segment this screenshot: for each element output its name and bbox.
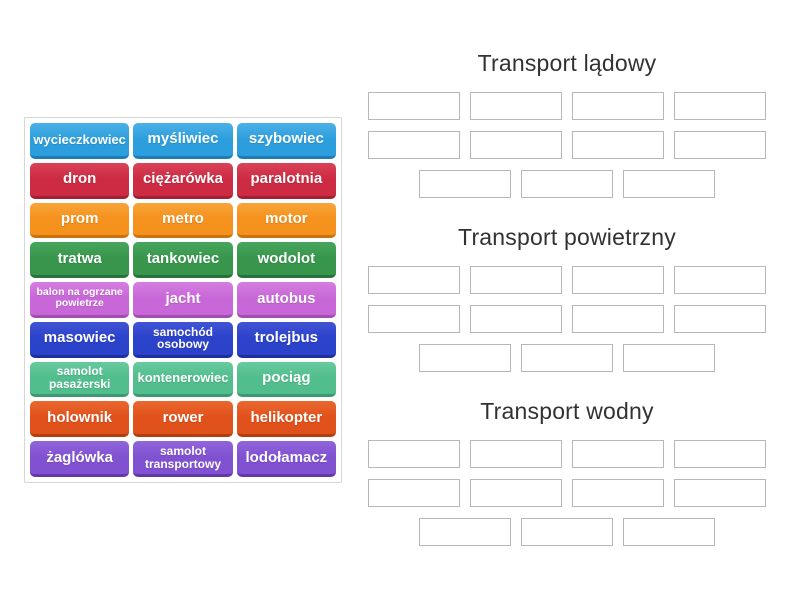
drop-slot[interactable] (470, 440, 562, 468)
word-tile[interactable]: pociąg (236, 361, 336, 398)
word-tile[interactable]: żaglówka (30, 441, 130, 477)
drop-slot[interactable] (368, 92, 460, 120)
group-slots (366, 266, 768, 372)
drop-slot[interactable] (368, 131, 460, 159)
group-transport-ladowy: Transport lądowy (366, 48, 768, 198)
word-tile[interactable]: samolot transportowy (133, 441, 233, 477)
drop-slot[interactable] (419, 518, 511, 546)
drop-slot[interactable] (572, 479, 664, 507)
group-slots (366, 92, 768, 198)
group-slots (366, 440, 768, 546)
word-tile[interactable]: motor (236, 202, 336, 239)
drop-slot[interactable] (623, 344, 715, 372)
word-tile[interactable]: myśliwiec (133, 123, 233, 159)
drop-slot[interactable] (470, 266, 562, 294)
word-tile[interactable]: holownik (30, 401, 130, 438)
drop-slot[interactable] (572, 131, 664, 159)
word-tile[interactable]: jacht (133, 282, 233, 318)
group-title: Transport lądowy (477, 50, 657, 76)
drop-slot[interactable] (470, 92, 562, 120)
drop-slot[interactable] (674, 305, 766, 333)
word-tile[interactable]: kontenerowiec (133, 361, 233, 398)
drop-slot[interactable] (470, 305, 562, 333)
word-tile[interactable]: balon na ogrzane powietrze (30, 282, 130, 318)
drop-slot[interactable] (368, 440, 460, 468)
drop-slot[interactable] (674, 479, 766, 507)
word-tile[interactable]: rower (133, 401, 233, 438)
drop-slot[interactable] (623, 170, 715, 198)
drop-slot[interactable] (572, 440, 664, 468)
drop-slot[interactable] (521, 344, 613, 372)
word-tile[interactable]: paralotnia (236, 162, 336, 199)
sort-groups: Transport lądowy Transport powietrzny Tr… (366, 48, 768, 570)
word-tile[interactable]: masowiec (30, 321, 130, 358)
drop-slot[interactable] (368, 266, 460, 294)
word-tile[interactable]: ciężarówka (133, 162, 233, 199)
word-tile[interactable]: szybowiec (236, 123, 336, 159)
word-tile[interactable]: trolejbus (236, 321, 336, 358)
group-title: Transport powietrzny (458, 224, 676, 250)
word-tile[interactable]: autobus (236, 282, 336, 318)
drop-slot[interactable] (674, 131, 766, 159)
word-tile[interactable]: wycieczkowiec (30, 123, 130, 159)
word-tile[interactable]: prom (30, 202, 130, 239)
drop-slot[interactable] (572, 92, 664, 120)
word-tile[interactable]: tratwa (30, 242, 130, 279)
word-tile[interactable]: samolot pasażerski (30, 361, 130, 398)
drop-slot[interactable] (674, 440, 766, 468)
group-title: Transport wodny (480, 398, 654, 424)
word-tile[interactable]: metro (133, 202, 233, 239)
group-transport-wodny: Transport wodny (366, 396, 768, 546)
drop-slot[interactable] (572, 266, 664, 294)
word-tile[interactable]: helikopter (236, 401, 336, 438)
drop-slot[interactable] (470, 479, 562, 507)
drop-slot[interactable] (572, 305, 664, 333)
word-tile[interactable]: samochód osobowy (133, 321, 233, 358)
group-transport-powietrzny: Transport powietrzny (366, 222, 768, 372)
drop-slot[interactable] (368, 479, 460, 507)
word-tile[interactable]: tankowiec (133, 242, 233, 279)
drop-slot[interactable] (419, 344, 511, 372)
drop-slot[interactable] (521, 170, 613, 198)
drop-slot[interactable] (419, 170, 511, 198)
drop-slot[interactable] (623, 518, 715, 546)
drop-slot[interactable] (674, 266, 766, 294)
word-tile[interactable]: lodołamacz (236, 441, 336, 477)
drop-slot[interactable] (470, 131, 562, 159)
drop-slot[interactable] (368, 305, 460, 333)
drop-slot[interactable] (674, 92, 766, 120)
word-tile[interactable]: wodolot (236, 242, 336, 279)
drop-slot[interactable] (521, 518, 613, 546)
word-tile[interactable]: dron (30, 162, 130, 199)
